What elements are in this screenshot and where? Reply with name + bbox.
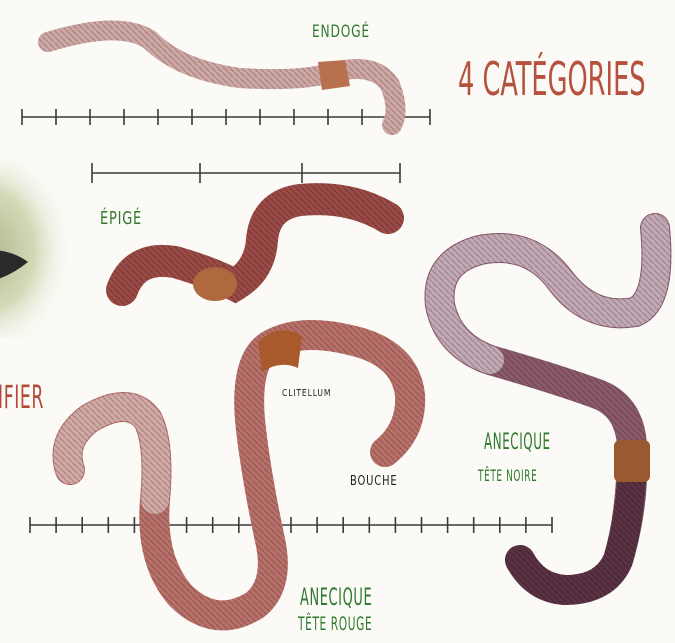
epige-clitellum: [193, 267, 237, 301]
label-bouche: BOUCHE: [350, 474, 398, 489]
page-title: 4 CATÉGORIES: [458, 52, 646, 106]
endoge-worm: [48, 30, 396, 125]
label-partial-left: IFIER: [0, 378, 44, 416]
label-clitellum: CLITELLUM: [282, 388, 331, 399]
label-endoge: ENDOGÉ: [312, 22, 370, 42]
endoge-clitellum: [318, 60, 350, 90]
scale-bar-anecique: [30, 517, 552, 533]
anecique-tete-rouge-worm: [68, 330, 411, 615]
label-anecique-noire-line2: TÊTE NOIRE: [478, 466, 537, 485]
anecique-noire-clitellum: [614, 440, 650, 482]
anecique-tete-noire-worm: [440, 228, 657, 590]
partial-bird-illustration: [0, 160, 90, 340]
label-epige: ÉPIGÉ: [100, 208, 142, 229]
scale-bar-endoge: [22, 109, 430, 125]
label-anecique-noire-line1: ANECIQUE: [484, 430, 551, 455]
epige-worm: [122, 199, 388, 301]
label-anecique-rouge-line1: ANECIQUE: [300, 583, 372, 611]
scale-bar-epige: [92, 163, 400, 183]
label-anecique-rouge-line2: TÊTE ROUGE: [298, 613, 372, 635]
